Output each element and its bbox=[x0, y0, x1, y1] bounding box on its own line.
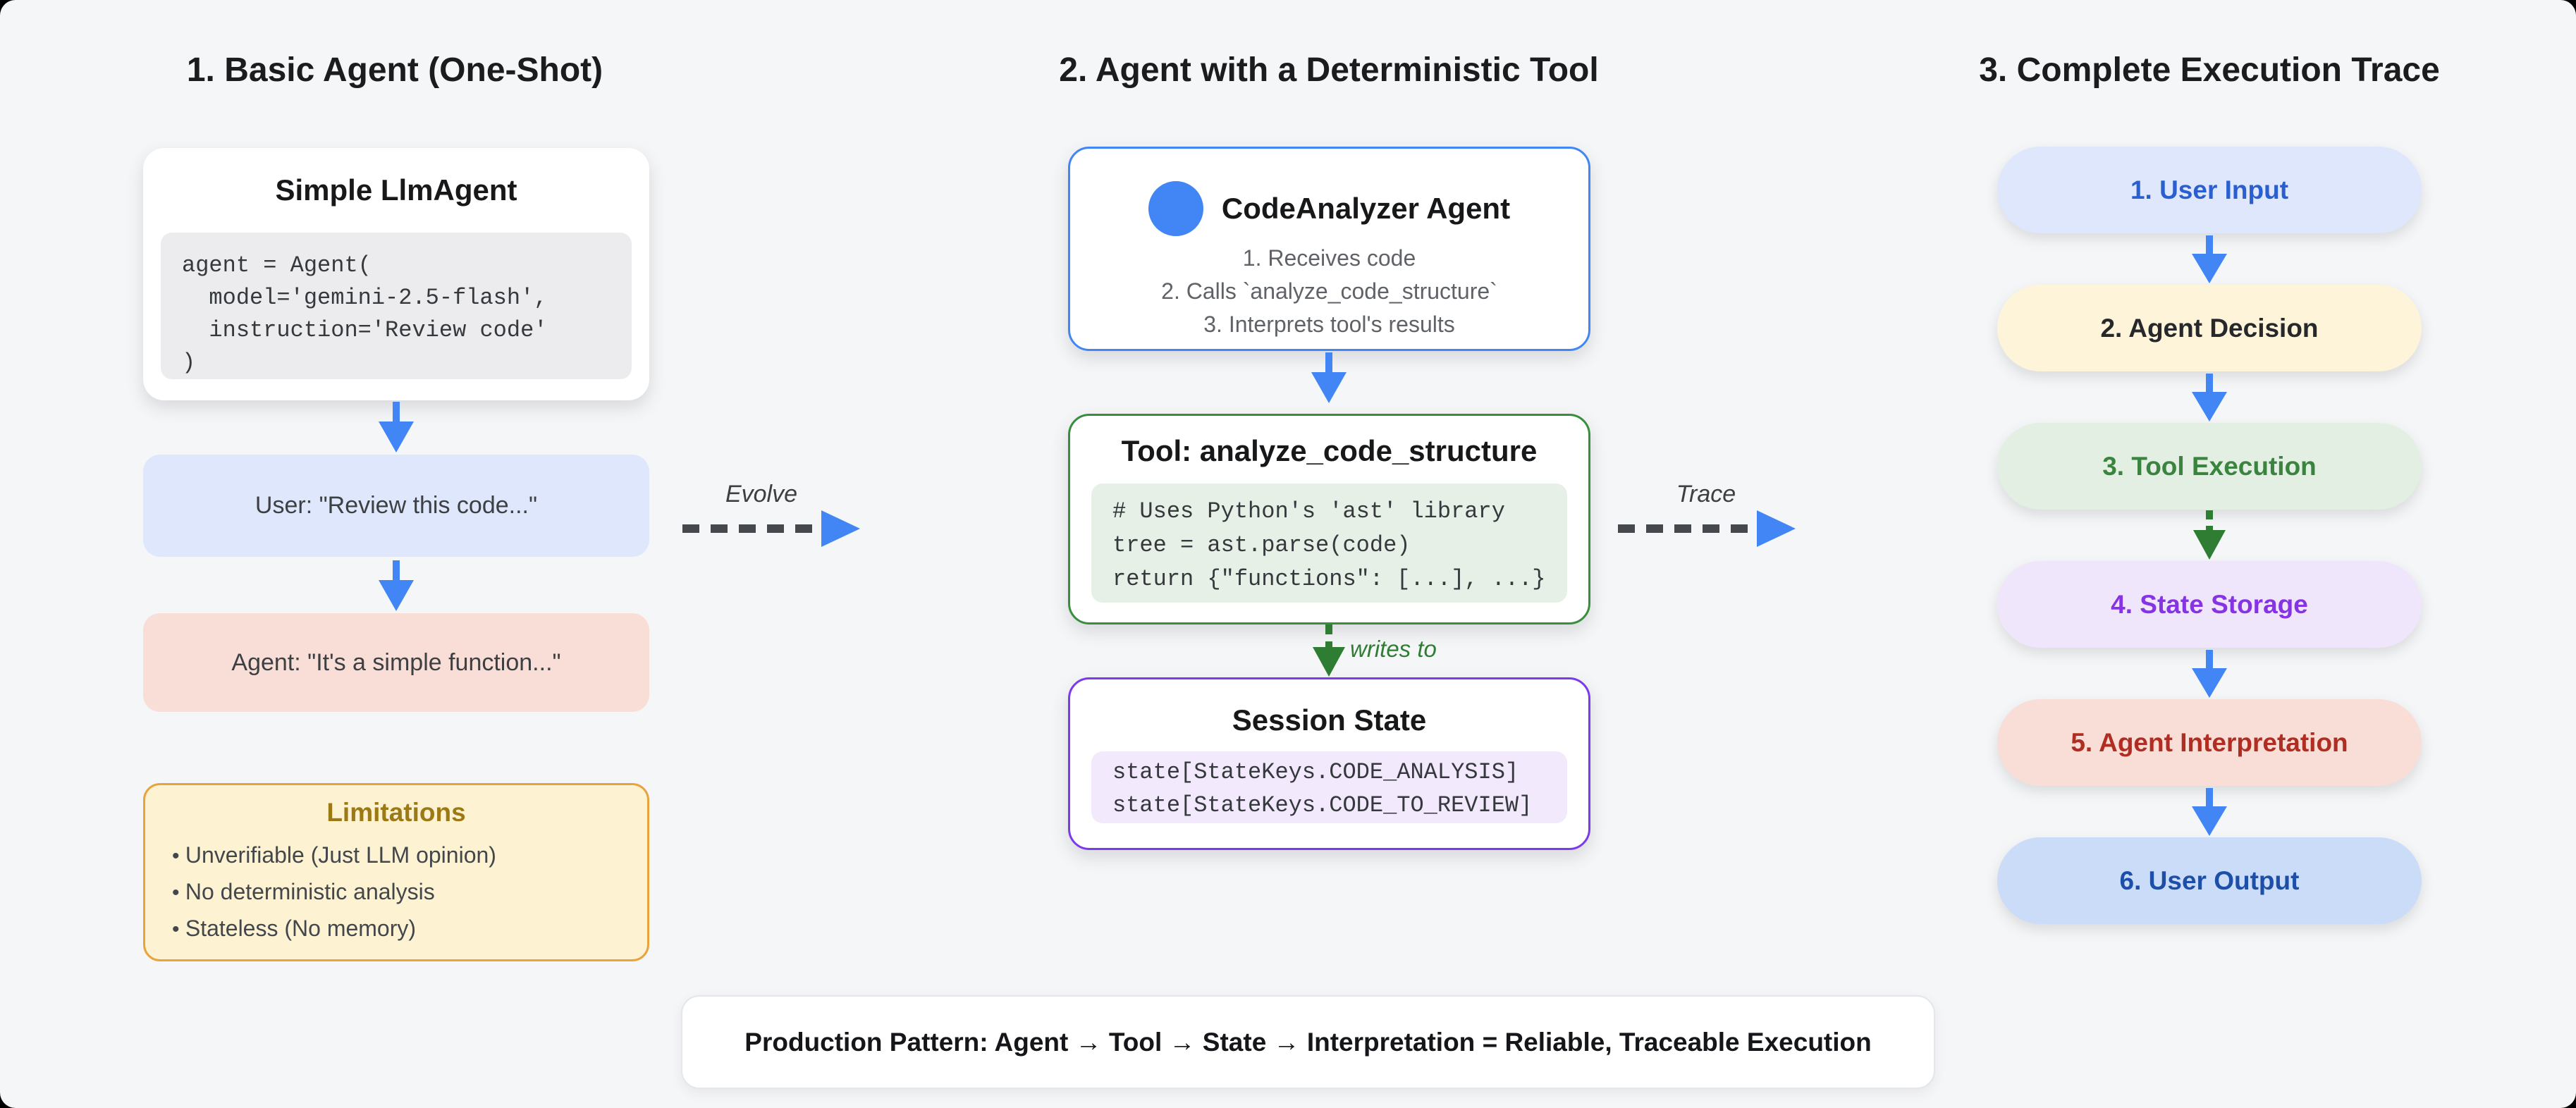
down-arrow-icon bbox=[374, 402, 419, 456]
agent-step: 2. Calls `analyze_code_structure` bbox=[1161, 278, 1497, 304]
column1-header: 1. Basic Agent (One-Shot) bbox=[186, 51, 603, 89]
trace-step-state-storage: 4. State Storage bbox=[1997, 561, 2422, 648]
tool-title: Tool: analyze_code_structure bbox=[1121, 434, 1538, 467]
trace-label: Trace bbox=[1676, 481, 1736, 507]
down-arrow-dashed-icon bbox=[2187, 510, 2232, 563]
code-line: agent = Agent( bbox=[182, 252, 372, 278]
production-pattern-banner: Production Pattern: Agent → Tool → State… bbox=[681, 995, 1935, 1089]
session-state-title: Session State bbox=[1232, 703, 1427, 737]
code-analyzer-steps: 1. Receives code 2. Calls `analyze_code_… bbox=[1070, 242, 1588, 341]
code-line: return {"functions": [...], ...} bbox=[1112, 566, 1546, 592]
writes-to-arrow-icon bbox=[1306, 624, 1351, 680]
tool-card: Tool: analyze_code_structure # Uses Pyth… bbox=[1068, 414, 1590, 624]
limitation-item: Unverifiable (Just LLM opinion) bbox=[172, 837, 647, 874]
agent-message-box: Agent: "It's a simple function..." bbox=[143, 613, 649, 712]
agent-circle-icon bbox=[1148, 181, 1203, 236]
limitation-item: Stateless (No memory) bbox=[172, 911, 647, 947]
agent-step: 3. Interprets tool's results bbox=[1203, 312, 1455, 337]
trace-step-tool-execution: 3. Tool Execution bbox=[1997, 423, 2422, 510]
down-arrow-icon bbox=[2187, 650, 2232, 701]
down-arrow-icon bbox=[1306, 352, 1351, 407]
down-arrow-icon bbox=[2187, 788, 2232, 839]
session-state-card: Session State state[StateKeys.CODE_ANALY… bbox=[1068, 677, 1590, 850]
code-line: tree = ast.parse(code) bbox=[1112, 532, 1411, 558]
limitation-item: No deterministic analysis bbox=[172, 874, 647, 911]
code-analyzer-title: CodeAnalyzer Agent bbox=[1221, 192, 1511, 225]
writes-to-label: writes to bbox=[1350, 636, 1437, 662]
code-line: model='gemini-2.5-flash', bbox=[182, 285, 548, 311]
trace-step-user-output: 6. User Output bbox=[1997, 837, 2422, 924]
code-line: # Uses Python's 'ast' library bbox=[1112, 498, 1505, 524]
trace-arrow-icon bbox=[1614, 503, 1805, 558]
code-analyzer-header: CodeAnalyzer Agent bbox=[1070, 181, 1588, 236]
down-arrow-icon bbox=[2187, 235, 2232, 287]
trace-step-agent-interpretation: 5. Agent Interpretation bbox=[1997, 699, 2422, 786]
evolve-arrow-icon bbox=[679, 503, 869, 558]
code-line: state[StateKeys.CODE_TO_REVIEW] bbox=[1112, 792, 1533, 818]
trace-step-user-input: 1. User Input bbox=[1997, 147, 2422, 233]
code-line: instruction='Review code' bbox=[182, 317, 548, 343]
code-line: state[StateKeys.CODE_ANALYSIS] bbox=[1112, 759, 1519, 785]
trace-step-agent-decision: 2. Agent Decision bbox=[1997, 285, 2422, 371]
column3-header: 3. Complete Execution Trace bbox=[1979, 51, 2440, 89]
simple-llm-agent-title: Simple LlmAgent bbox=[275, 173, 517, 207]
down-arrow-icon bbox=[374, 560, 419, 615]
code-analyzer-agent-card: CodeAnalyzer Agent 1. Receives code 2. C… bbox=[1068, 147, 1590, 351]
down-arrow-icon bbox=[2187, 374, 2232, 425]
code-line: ) bbox=[182, 350, 196, 376]
simple-llm-agent-card: Simple LlmAgent agent = Agent( model='ge… bbox=[143, 148, 649, 400]
agent-step: 1. Receives code bbox=[1242, 245, 1416, 271]
limitations-title: Limitations bbox=[326, 798, 466, 827]
evolve-label: Evolve bbox=[725, 481, 798, 507]
agent-code-block: agent = Agent( model='gemini-2.5-flash',… bbox=[161, 233, 632, 379]
limitations-box: Limitations Unverifiable (Just LLM opini… bbox=[143, 783, 649, 961]
column2-header: 2. Agent with a Deterministic Tool bbox=[1059, 51, 1599, 89]
tool-code-block: # Uses Python's 'ast' library tree = ast… bbox=[1091, 484, 1567, 603]
state-code-block: state[StateKeys.CODE_ANALYSIS] state[Sta… bbox=[1091, 751, 1567, 823]
user-message-box: User: "Review this code..." bbox=[143, 455, 649, 557]
limitations-list: Unverifiable (Just LLM opinion) No deter… bbox=[145, 837, 647, 947]
